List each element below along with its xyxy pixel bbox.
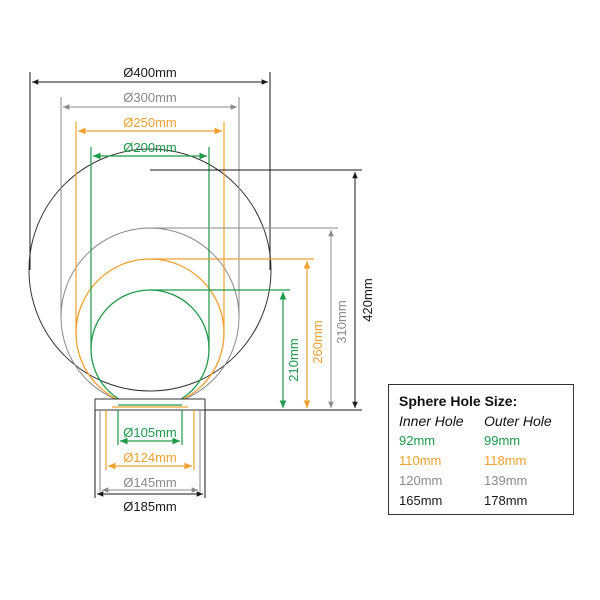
sphere-250-outline [75,258,225,408]
outer-value-3: 139mm [484,473,528,488]
outer-value-2: 118mm [484,453,527,468]
label-d250: Ø250mm [123,115,176,130]
label-d400: Ø400mm [123,65,176,80]
label-d145: Ø145mm [123,475,176,490]
inner-hole-header: Inner Hole [399,413,464,429]
label-h420: 420mm [360,278,375,321]
outer-value-4: 178mm [484,493,528,508]
label-d124: Ø124mm [123,450,176,465]
label-d105: Ø105mm [123,425,176,440]
inner-value-1: 92mm [399,433,436,448]
outer-hole-header: Outer Hole [484,413,552,429]
table-title: Sphere Hole Size: [399,393,518,409]
inner-value-4: 165mm [399,493,443,508]
label-d300: Ø300mm [123,90,176,105]
label-d200: Ø200mm [123,140,176,155]
dim-d185 [94,410,206,498]
sphere-400-outline [28,148,272,392]
label-h310: 310mm [334,300,349,343]
inner-value-3: 120mm [399,473,443,488]
inner-value-2: 110mm [399,453,442,468]
sphere-300-outline [60,227,240,407]
sphere-200-outline [90,289,210,409]
dim-d300 [60,97,240,317]
dim-d200 [90,147,210,349]
dim-d105 [117,410,183,445]
dim-d124 [105,410,195,470]
label-h210: 210mm [286,338,301,381]
label-h260: 260mm [310,320,325,363]
hole-size-table: Sphere Hole Size: Inner Hole Outer Hole … [388,384,574,515]
outer-value-1: 99mm [484,433,521,448]
dim-d400 [29,72,271,270]
label-d185: Ø185mm [123,499,176,514]
dim-d145 [99,410,201,493]
